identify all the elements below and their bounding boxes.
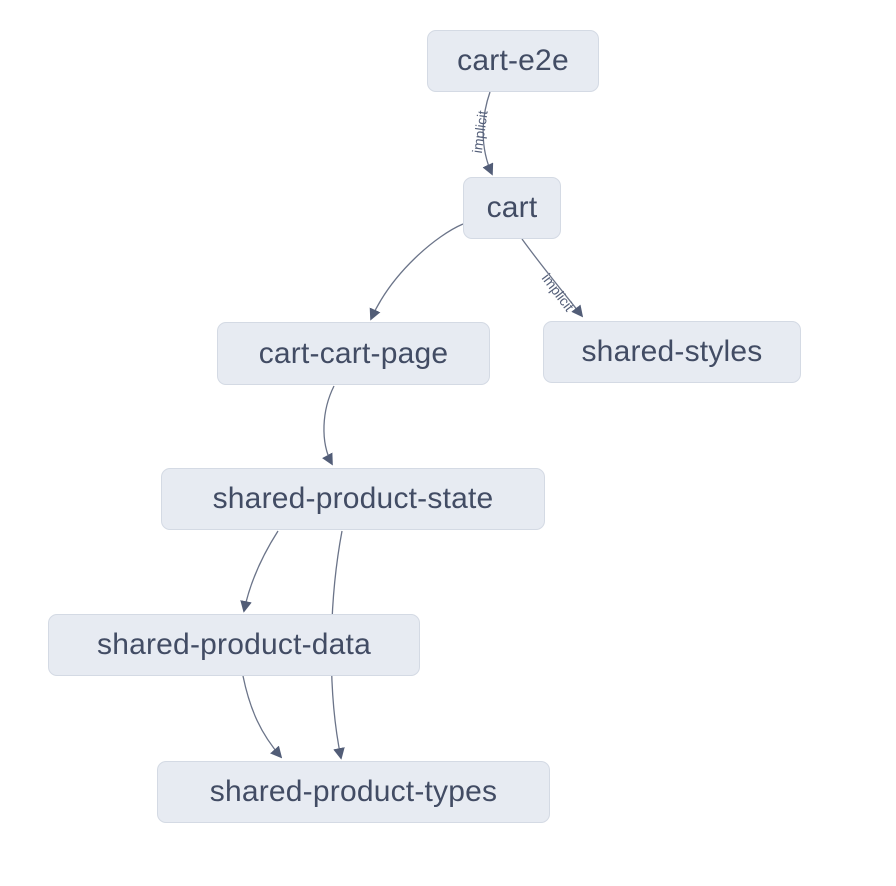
edge-label-implicit-cart-e2e-cart: implicit bbox=[469, 109, 491, 154]
node-shared-product-state[interactable]: shared-product-state bbox=[161, 468, 545, 530]
node-cart-e2e[interactable]: cart-e2e bbox=[427, 30, 599, 92]
edge-shared-product-data-to-shared-product-types bbox=[242, 675, 283, 759]
edge-cart-e2e-to-cart bbox=[482, 91, 494, 176]
node-label: cart-e2e bbox=[457, 44, 569, 77]
node-shared-product-types[interactable]: shared-product-types bbox=[157, 761, 550, 823]
node-shared-styles[interactable]: shared-styles bbox=[543, 321, 801, 383]
node-label: shared-product-data bbox=[97, 628, 371, 661]
edge-label-implicit-cart-shared-styles: implicit bbox=[539, 270, 578, 314]
edge-shared-product-state-to-shared-product-data bbox=[240, 530, 279, 613]
node-label: cart bbox=[486, 191, 538, 224]
node-label: cart-cart-page bbox=[258, 336, 449, 370]
edge-cart-to-shared-styles bbox=[521, 238, 584, 318]
node-label: shared-product-state bbox=[212, 482, 494, 515]
edge-cart-cart-page-to-shared-product-state bbox=[322, 385, 335, 466]
node-shared-product-data[interactable]: shared-product-data bbox=[48, 614, 420, 676]
node-label: shared-product-types bbox=[209, 775, 498, 808]
node-cart-cart-page[interactable]: cart-cart-page bbox=[217, 322, 490, 385]
node-cart[interactable]: cart bbox=[463, 177, 561, 239]
node-label: shared-styles bbox=[581, 335, 763, 368]
edge-cart-to-cart-cart-page bbox=[369, 223, 464, 321]
